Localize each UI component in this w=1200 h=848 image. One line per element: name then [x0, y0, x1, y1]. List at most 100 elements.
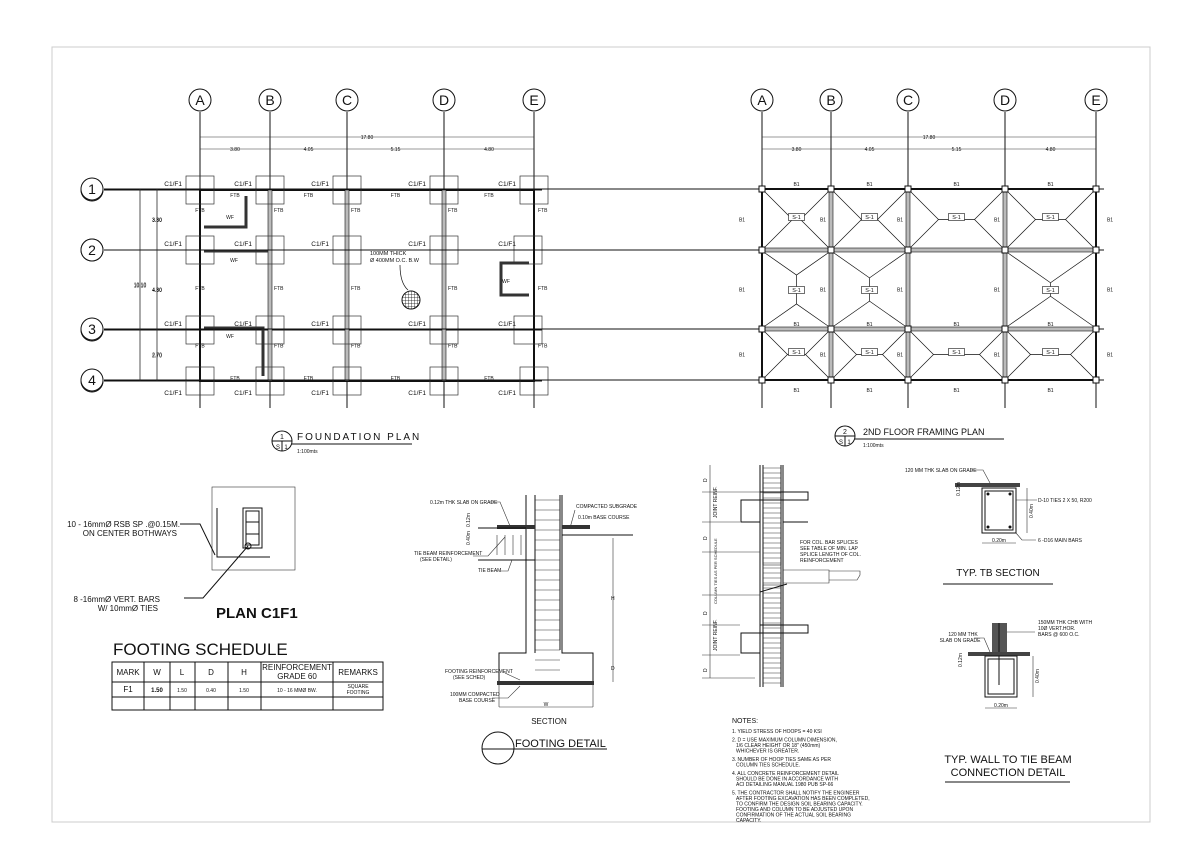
beam-label: B1: [820, 288, 826, 294]
wall-dim-w: 0.20m: [994, 703, 1008, 709]
footing-tie-beam: [441, 189, 447, 382]
cell-mark: F1: [123, 685, 133, 694]
dim-label: D: [703, 478, 709, 482]
tie-beam-label: FTB: [274, 344, 284, 350]
column: [1001, 325, 1009, 333]
grid-label-E: E: [529, 92, 538, 108]
beam-label: B1: [897, 288, 903, 294]
column: [827, 246, 835, 254]
plan-c1f1-note2-line2: W/ 10mmØ TIES: [98, 604, 158, 613]
header-remarks: REMARKS: [338, 668, 378, 677]
tie-beam-label: FTB: [230, 376, 240, 382]
base-line2: BASE COURSE: [459, 698, 496, 704]
tie-beam-label: FTB: [351, 208, 361, 214]
tie-beam-label: FTB: [538, 286, 548, 292]
tie-beam-label: FTB: [230, 193, 240, 199]
beam-label: B1: [793, 388, 799, 394]
leader: [399, 264, 409, 291]
ftg-reinf-line1: FOOTING REINFORCEMENT: [445, 669, 513, 675]
note-line: WHICHEVER IS GREATER.: [736, 749, 799, 755]
grid-bubble: [993, 88, 1017, 112]
framing-plan-title: 2ND FLOOR FRAMING PLAN: [863, 427, 985, 437]
general-notes: NOTES: 1. YIELD STRESS OF HOOPS = 40 KSI…: [732, 718, 870, 824]
dim-beam: 0.40m: [466, 531, 472, 545]
slab-tag: [948, 348, 965, 356]
tie-beam-label: FTB: [195, 286, 205, 292]
beam-label: B1: [953, 388, 959, 394]
tb-section-title: TYP. TB SECTION: [956, 568, 1040, 579]
header-h: H: [241, 668, 247, 677]
wall-footing: [204, 326, 265, 376]
beam-label: B1: [1107, 288, 1113, 294]
column-footing: [429, 366, 459, 396]
column-label: C1/F1: [234, 241, 252, 248]
wall-footing: [204, 196, 248, 229]
tb-slab-note: 120 MM THK SLAB ON GRADE: [905, 468, 977, 474]
ftg-reinf-line2: (SEE SCHED): [453, 675, 486, 681]
plan-c1f1-note2-line1: 8 -16mmØ VERT. BARS: [73, 595, 160, 604]
grid-label-E: E: [1091, 92, 1100, 108]
beam-label: B1: [1047, 388, 1053, 394]
cell-d: 0.40: [206, 688, 216, 694]
slab-label: S-1: [792, 215, 801, 221]
column: [904, 185, 912, 193]
beam-label: B1: [866, 388, 872, 394]
column-label: C1/F1: [311, 321, 329, 328]
column-footing: [185, 315, 215, 345]
beam-label: B1: [1107, 218, 1113, 224]
cell-reinforcement: 10 - 16 MMØ BW.: [277, 688, 317, 694]
note-line: COLUMN TIES SCHEDULE.: [736, 763, 800, 769]
grid-label-C: C: [903, 92, 913, 108]
tie-beam-label: FTB: [448, 344, 458, 350]
splice-note-line: SEE TABLE OF MIN. LAP: [800, 546, 859, 552]
note-line: CAPACITY.: [736, 818, 761, 824]
beam: [905, 188, 911, 381]
slab-tag: [861, 213, 878, 221]
tie-beam-label: FTB: [391, 376, 401, 382]
splice-note-line: FOR COL. BAR SPLICES: [800, 540, 858, 546]
tie-beam-label: FTB: [351, 286, 361, 292]
beam-label: B1: [739, 353, 745, 359]
foundation-plan-title-block: 1 S 1 FOUNDATION PLAN 1:100mts: [271, 430, 419, 455]
beam-label: B1: [1047, 322, 1053, 328]
column-footing: [519, 366, 549, 396]
column-label: C1/F1: [408, 241, 426, 248]
slab-tag: [788, 348, 805, 356]
cell-remarks-line1: SQUARE: [347, 684, 369, 690]
slab-note: Ø 400MM O.C. B.W: [370, 258, 420, 264]
wall-footing-label: WF: [226, 334, 234, 340]
dim-h: H: [611, 596, 615, 602]
column-label: C1/F1: [408, 390, 426, 397]
note-line: 1. YIELD STRESS OF HOOPS = 40 KSI: [732, 729, 822, 735]
slab-tag: [1042, 213, 1059, 221]
slab-tag: [788, 213, 805, 221]
grid-label-D: D: [439, 92, 449, 108]
column-label: C1/F1: [498, 181, 516, 188]
column-label: C1/F1: [164, 321, 182, 328]
tie-beam-label: FTB: [391, 193, 401, 199]
tb-dim-slab: 0.12m: [956, 482, 962, 496]
beam-label: B1: [994, 353, 1000, 359]
tb-ties-note: D-10 TIES 2 X 50, R200: [1038, 498, 1092, 504]
column-label: C1/F1: [498, 390, 516, 397]
table-row: F1 1.50 1.50 0.40 1.50 10 - 16 MMØ BW. S…: [123, 684, 369, 696]
column: [1001, 376, 1009, 384]
slab-mesh-symbol: [401, 290, 421, 310]
slab-label: S-1: [792, 288, 801, 294]
note-line: 1/6 CLEAR HEIGHT OR 18" (450mm): [736, 743, 821, 749]
column-splice-detail: D JOINT REINF. D COLUMN TIES AS PER SCHE…: [702, 465, 861, 687]
header-mark: MARK: [116, 668, 140, 677]
dim-slab: 0.12m: [466, 513, 472, 527]
tie-beam-label: FTB: [448, 208, 458, 214]
dim-label: COLUMN TIES AS PER SCHEDULE: [713, 538, 718, 604]
wall-dim-h: 0.40m: [1035, 669, 1041, 683]
slab-tag: [861, 286, 878, 294]
grid-bubble: [80, 177, 104, 201]
beam-label: B1: [739, 288, 745, 294]
dim-label: D: [703, 668, 709, 672]
grid-bubble: [432, 88, 456, 112]
grid-label-B: B: [265, 92, 274, 108]
grid-label-A: A: [195, 92, 205, 108]
plan-c1f1-note1-line1: 10 - 16mmØ RSB SP .@0.15M.: [67, 520, 180, 529]
